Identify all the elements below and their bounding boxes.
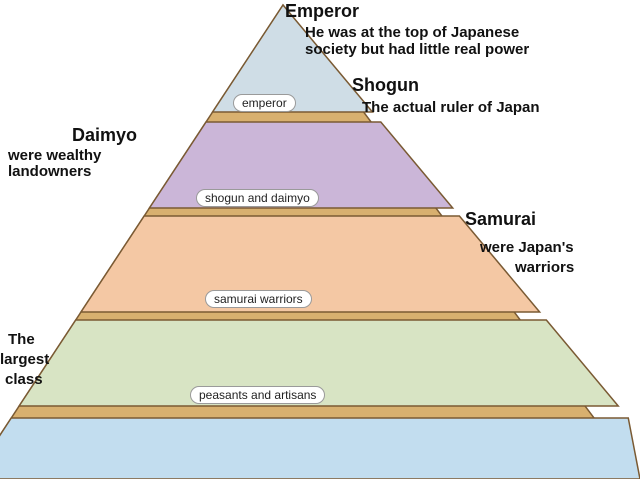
samurai-desc-2: warriors (515, 259, 575, 276)
daimyo-title: Daimyo (72, 125, 138, 145)
shogun-desc: The actual ruler of Japan (362, 99, 540, 116)
tier-label-peasants: peasants and artisans (190, 386, 326, 404)
emperor-desc-2: society but had little real power (305, 41, 530, 58)
emperor-desc-1: He was at the top of Japanese (305, 24, 520, 41)
tier-peasants (17, 319, 620, 407)
tier-shogun-daimyo (148, 121, 455, 209)
tier-label-samurai: samurai warriors (205, 290, 312, 308)
tier-merchants (0, 417, 640, 479)
class-label-2: largest (0, 351, 50, 368)
daimyo-desc-1: were wealthy (8, 147, 102, 164)
daimyo-desc-2: landowners (8, 163, 92, 180)
samurai-title: Samurai (465, 209, 537, 229)
class-label-3: class (5, 371, 43, 388)
tier-emperor (211, 3, 375, 113)
tier-samurai (79, 215, 542, 313)
tier-label-shogun-daimyo: shogun and daimyo (196, 189, 319, 207)
tier-label-emperor: emperor (233, 94, 296, 112)
shogun-title: Shogun (352, 75, 419, 95)
class-label-1: The (8, 331, 35, 348)
samurai-desc-1: were Japan's (480, 239, 574, 256)
emperor-title: Emperor (285, 1, 360, 21)
